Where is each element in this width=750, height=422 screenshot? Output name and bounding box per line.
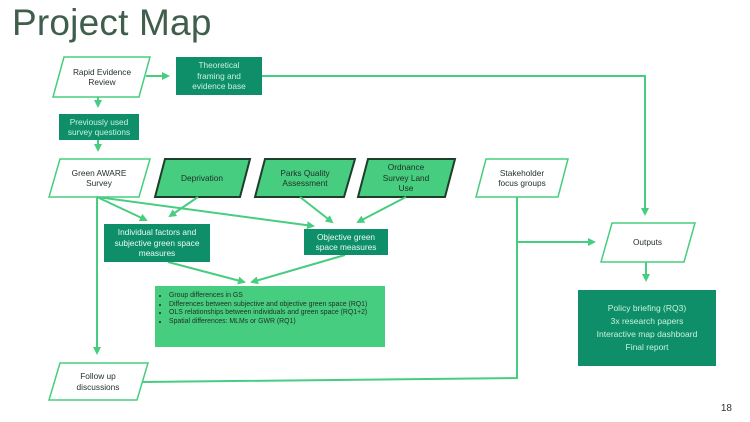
deprivation-shape (153, 158, 252, 198)
edge-theoretical-to-outputs (262, 75, 649, 216)
edge-followup-to-outputs (142, 242, 518, 383)
edge-survey-to-objective (96, 196, 315, 230)
analysis-box: Group differences in GS Differences betw… (155, 286, 385, 347)
node-theoretical: Theoretical framing and evidence base (176, 57, 262, 95)
analysis-item: Spatial differences: MLMs or GWR (RQ1) (169, 318, 381, 325)
output-item: Interactive map dashboard (596, 329, 698, 339)
output-item: Final report (625, 342, 669, 353)
edge-objective-to-analysis (250, 254, 346, 285)
edge-ordnance-to-objective (356, 196, 407, 223)
edge-deprivation-to-individual (168, 196, 199, 218)
node-rapid-review: Rapid Evidence Review (72, 66, 132, 87)
node-green-aware: Green AWARE Survey (71, 167, 127, 188)
outputs-shape (600, 222, 696, 263)
output-item: Policy briefing (RQ3) (607, 302, 687, 313)
page-title: Project Map (12, 2, 212, 43)
page-number: 18 (720, 403, 732, 414)
node-objective: Objective green space measures (304, 229, 388, 255)
edge-individual-to-analysis (167, 261, 246, 285)
outputs-box: Policy briefing (RQ3) 3x research papers… (578, 290, 716, 366)
stakeholder-shape (475, 158, 569, 198)
node-parks-quality: Parks Quality Assessment (280, 167, 330, 188)
node-deprivation: Deprivation (181, 172, 223, 183)
ordnance-shape (356, 158, 457, 198)
edge-survey-to-individual (96, 196, 148, 222)
follow-up-shape (47, 362, 150, 401)
analysis-item: OLS relationships between individuals an… (169, 309, 381, 316)
parks-quality-shape (253, 158, 357, 198)
node-stakeholder: Stakeholder focus groups (498, 167, 546, 188)
edge-parks-to-objective (299, 196, 334, 224)
node-outputs: Outputs (632, 237, 663, 248)
node-individual: Individual factors and subjective green … (104, 224, 210, 262)
node-previously-used: Previously used survey questions (59, 114, 139, 140)
green-aware-shape (48, 158, 151, 198)
output-item: 3x research papers (610, 315, 684, 326)
analysis-item: Group differences in GS (169, 292, 381, 299)
rapid-review-shape (52, 56, 151, 98)
analysis-item: Differences between subjective and objec… (169, 301, 381, 308)
node-follow-up: Follow up discussions (76, 371, 120, 392)
node-ordnance: Ordnance Survey Land Use (382, 162, 430, 194)
edge-stakeholder-to-outputs (516, 197, 596, 246)
